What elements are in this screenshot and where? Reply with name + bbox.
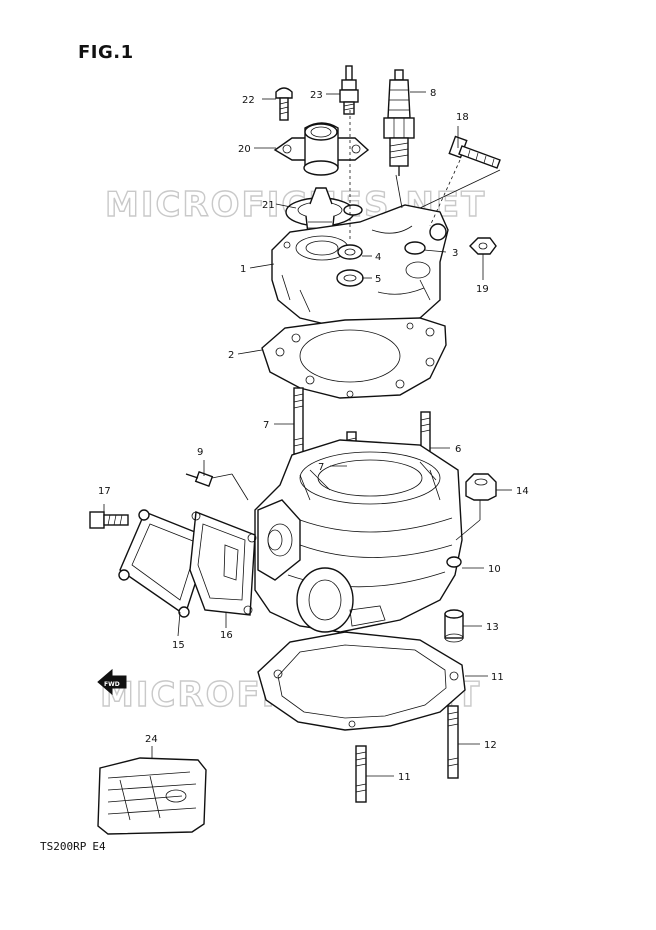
part-23-screw <box>275 87 293 121</box>
callout-22: 21 <box>262 200 275 211</box>
part-12-stud <box>355 745 367 803</box>
figure-title: FIG.1 <box>78 42 134 63</box>
callout-5: 5 <box>375 274 381 285</box>
part-8-spark-plug <box>383 69 415 176</box>
callout-3: 3 <box>452 248 458 259</box>
part-14-dowel <box>444 609 464 643</box>
part-1-cylinder-head <box>271 204 449 331</box>
washer <box>343 204 363 216</box>
part-20-nut <box>469 237 497 255</box>
callout-13: 12 <box>484 740 497 751</box>
callout-1: 1 <box>240 264 246 275</box>
part-11-base-gasket <box>257 631 466 731</box>
callout-labels: 22 23 8 18 20 21 1 4 5 3 19 2 7 7 6 9 14… <box>98 88 529 783</box>
part-25-label <box>97 757 207 835</box>
part-17-reed-gasket <box>189 511 257 616</box>
model-code: TS200RP E4 <box>40 840 112 853</box>
callout-7b: 7 <box>318 462 324 473</box>
callout-15: 14 <box>516 486 529 497</box>
callout-25: 24 <box>145 734 158 745</box>
leader-lines <box>103 91 512 777</box>
callout-19: 18 <box>456 112 469 123</box>
callout-20: 19 <box>476 284 489 295</box>
part-2-head-gasket <box>261 317 447 399</box>
part-21-water-outlet <box>273 122 370 176</box>
callout-11: 11 <box>491 672 504 683</box>
callout-18: 17 <box>98 486 111 497</box>
callout-8: 8 <box>430 88 436 99</box>
part-9-cylinder <box>254 439 463 633</box>
callout-23: 22 <box>242 95 255 106</box>
callout-4: 4 <box>375 252 381 263</box>
callout-17: 16 <box>220 630 233 641</box>
callout-24: 23 <box>310 90 323 101</box>
part-18-bolt <box>89 511 129 529</box>
part-13-stud <box>447 705 459 779</box>
callout-16: 15 <box>172 640 185 651</box>
callout-9: 10 <box>488 564 501 575</box>
callout-14: 13 <box>486 622 499 633</box>
callout-6: 6 <box>455 444 461 455</box>
part-24-sender <box>339 65 359 115</box>
part-10-fitting <box>185 471 214 487</box>
svg-text:FWD: FWD <box>104 681 120 688</box>
callout-10: 9 <box>197 447 203 458</box>
part-15-nut <box>465 473 497 501</box>
callout-7a: 7 <box>263 420 269 431</box>
part-7-stud-a <box>293 387 304 455</box>
callout-12: 11 <box>398 772 411 783</box>
part-19-bolt <box>448 135 501 169</box>
fwd-arrow-icon: FWD <box>97 668 127 696</box>
region-code: E4 <box>92 840 106 853</box>
model-name: TS200RP <box>40 840 87 853</box>
callout-2: 2 <box>228 350 234 361</box>
callout-21: 20 <box>238 144 251 155</box>
part-22-thermostat <box>285 187 355 235</box>
